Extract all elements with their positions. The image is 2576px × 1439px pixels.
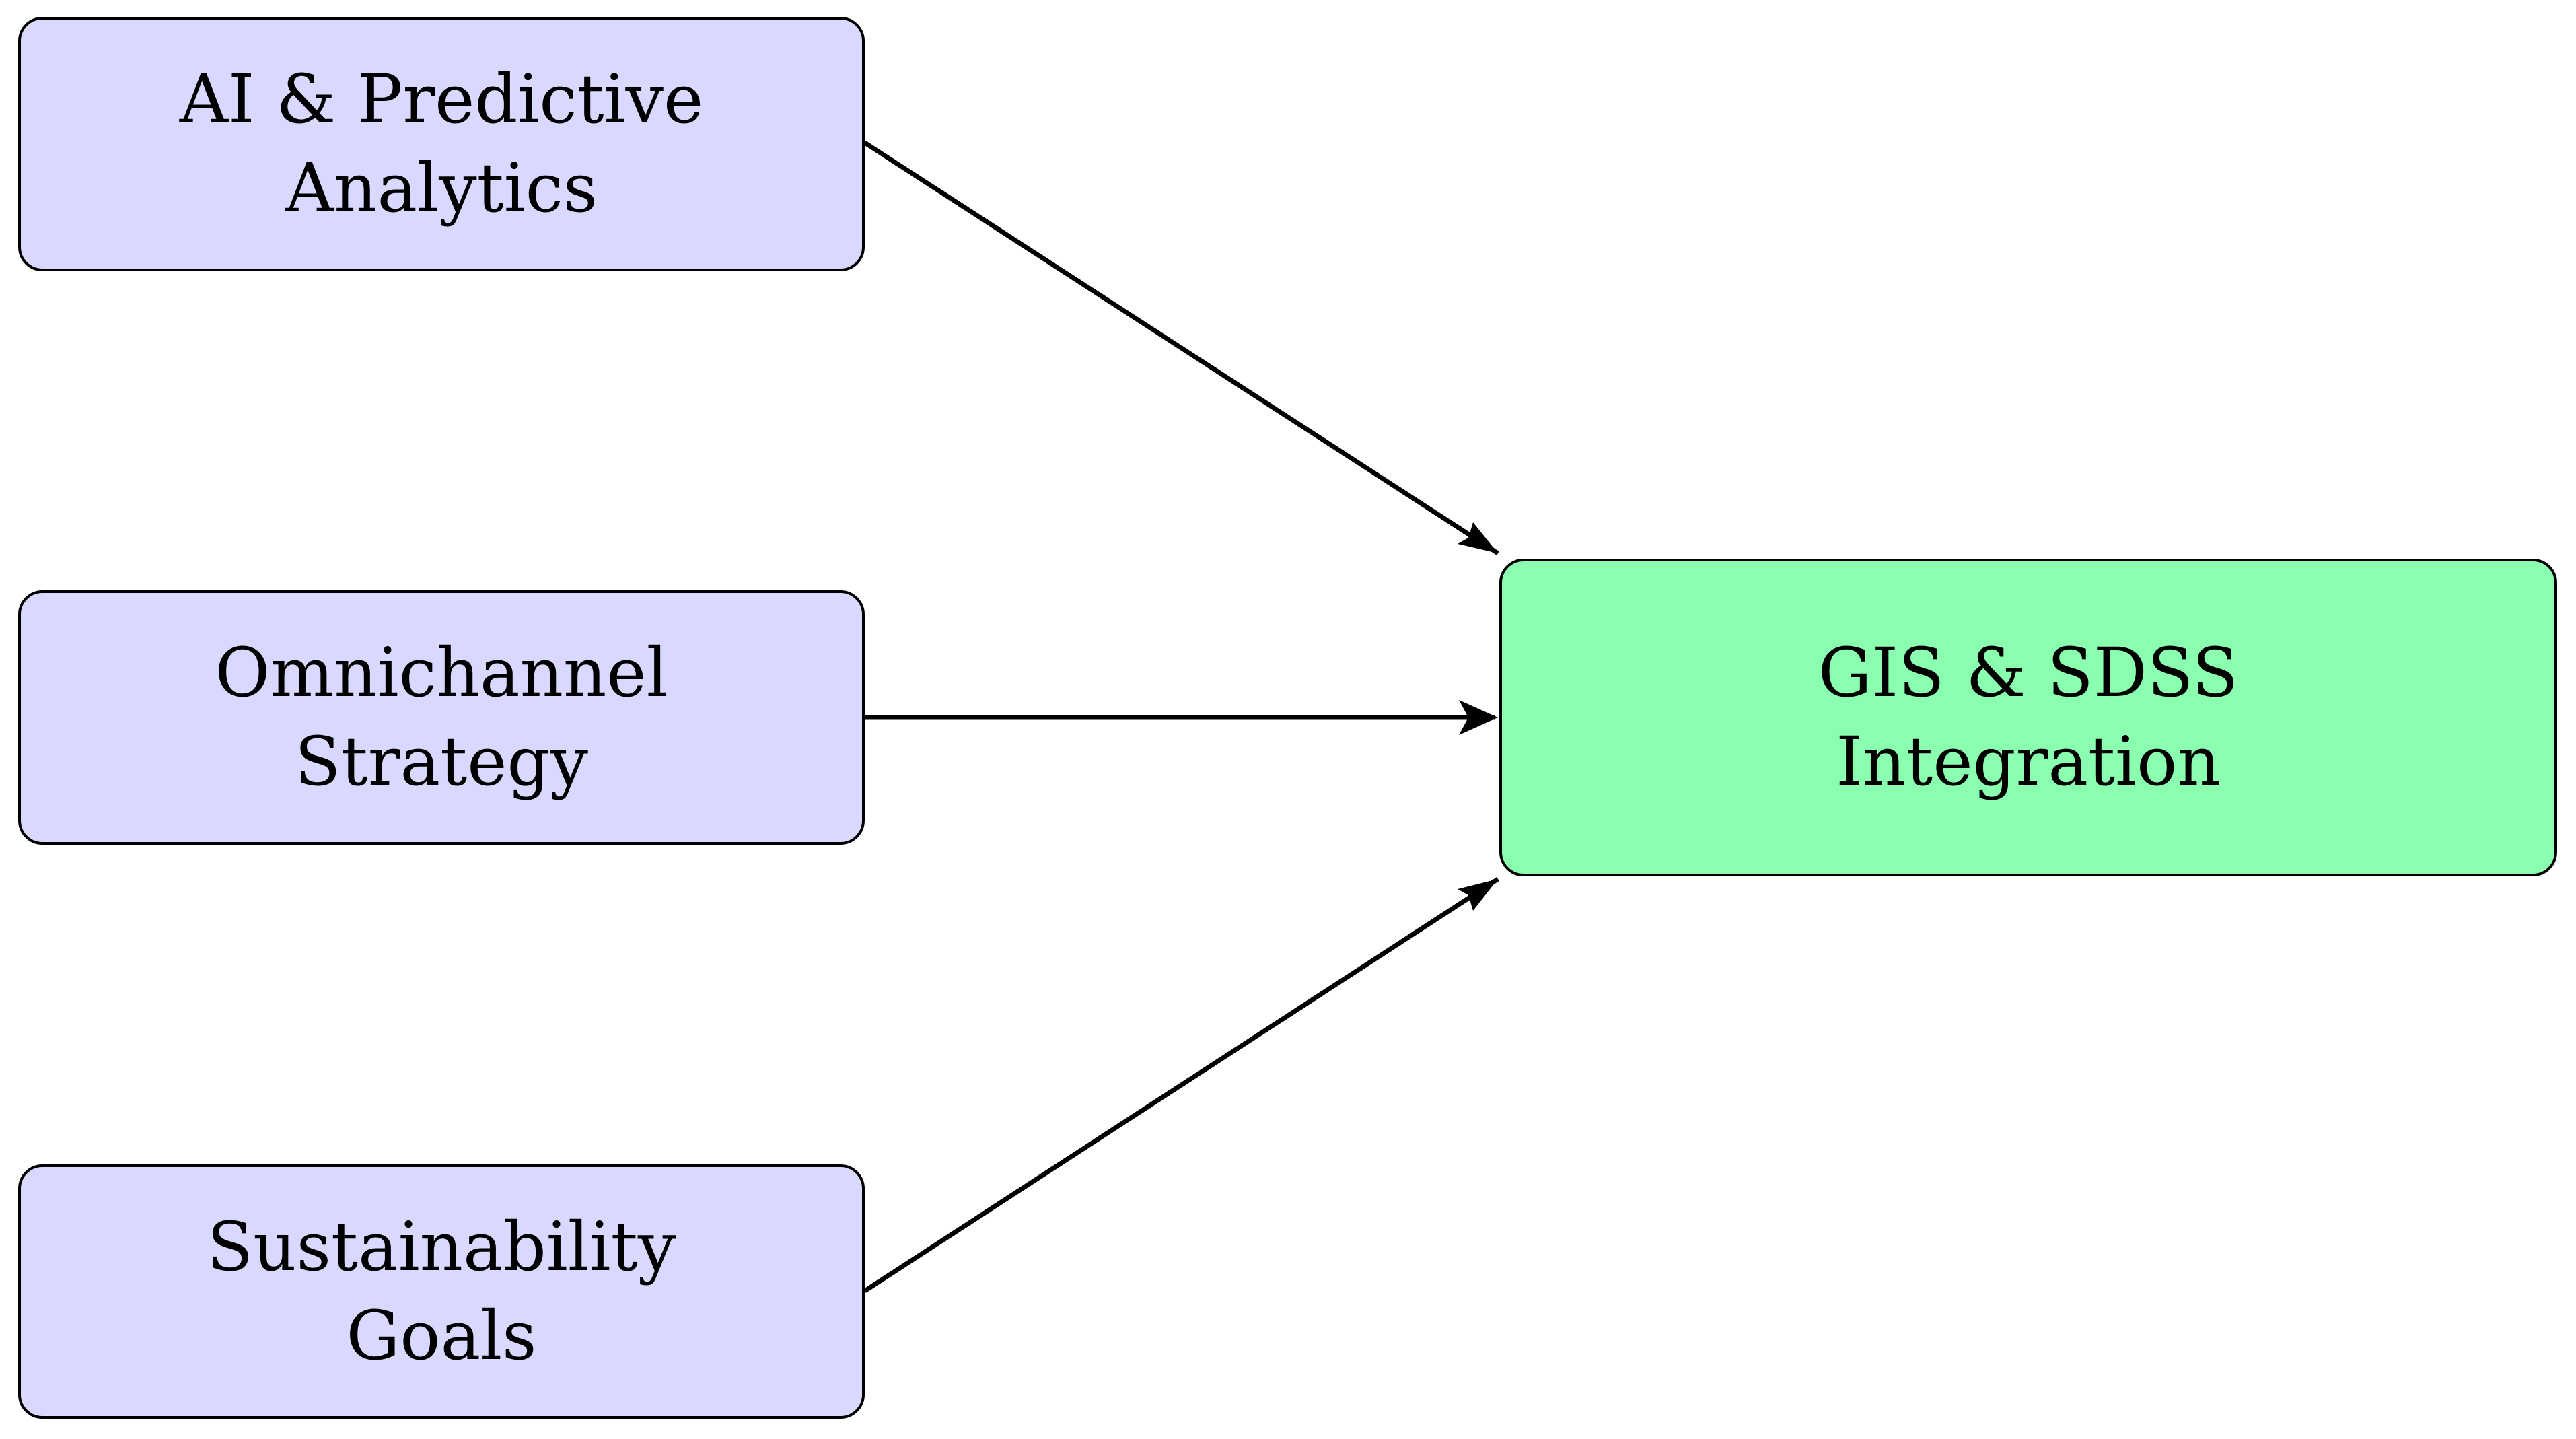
- node-gis-label-line-1: GIS & SDSS: [1818, 633, 2239, 712]
- node-omnichannel-label-line-1: Omnichannel: [215, 633, 668, 712]
- arrowhead-omnichannel-to-gis: [1459, 700, 1498, 735]
- node-omnichannel-label-line-2: Strategy: [295, 722, 588, 801]
- arrowhead-ai-to-gis: [1458, 522, 1498, 553]
- node-ai-predictive-analytics: AI & Predictive Analytics: [18, 17, 865, 271]
- node-gis-sdss-integration: GIS & SDSS Integration: [1499, 559, 2557, 876]
- node-ai-label-line-1: AI & Predictive: [179, 60, 704, 139]
- node-gis-label-line-2: Integration: [1836, 722, 2221, 801]
- node-ai-label-line-2: Analytics: [285, 149, 598, 227]
- arrowhead-sustainability-to-gis: [1458, 879, 1498, 911]
- edge-ai-to-gis: [863, 141, 1499, 555]
- node-sustainability-goals: Sustainability Goals: [18, 1164, 865, 1419]
- node-sustainability-label-line-1: Sustainability: [207, 1207, 676, 1286]
- edge-sustainability-to-gis: [863, 877, 1499, 1293]
- node-sustainability-label-line-2: Goals: [346, 1296, 537, 1375]
- node-omnichannel-strategy: Omnichannel Strategy: [18, 590, 865, 845]
